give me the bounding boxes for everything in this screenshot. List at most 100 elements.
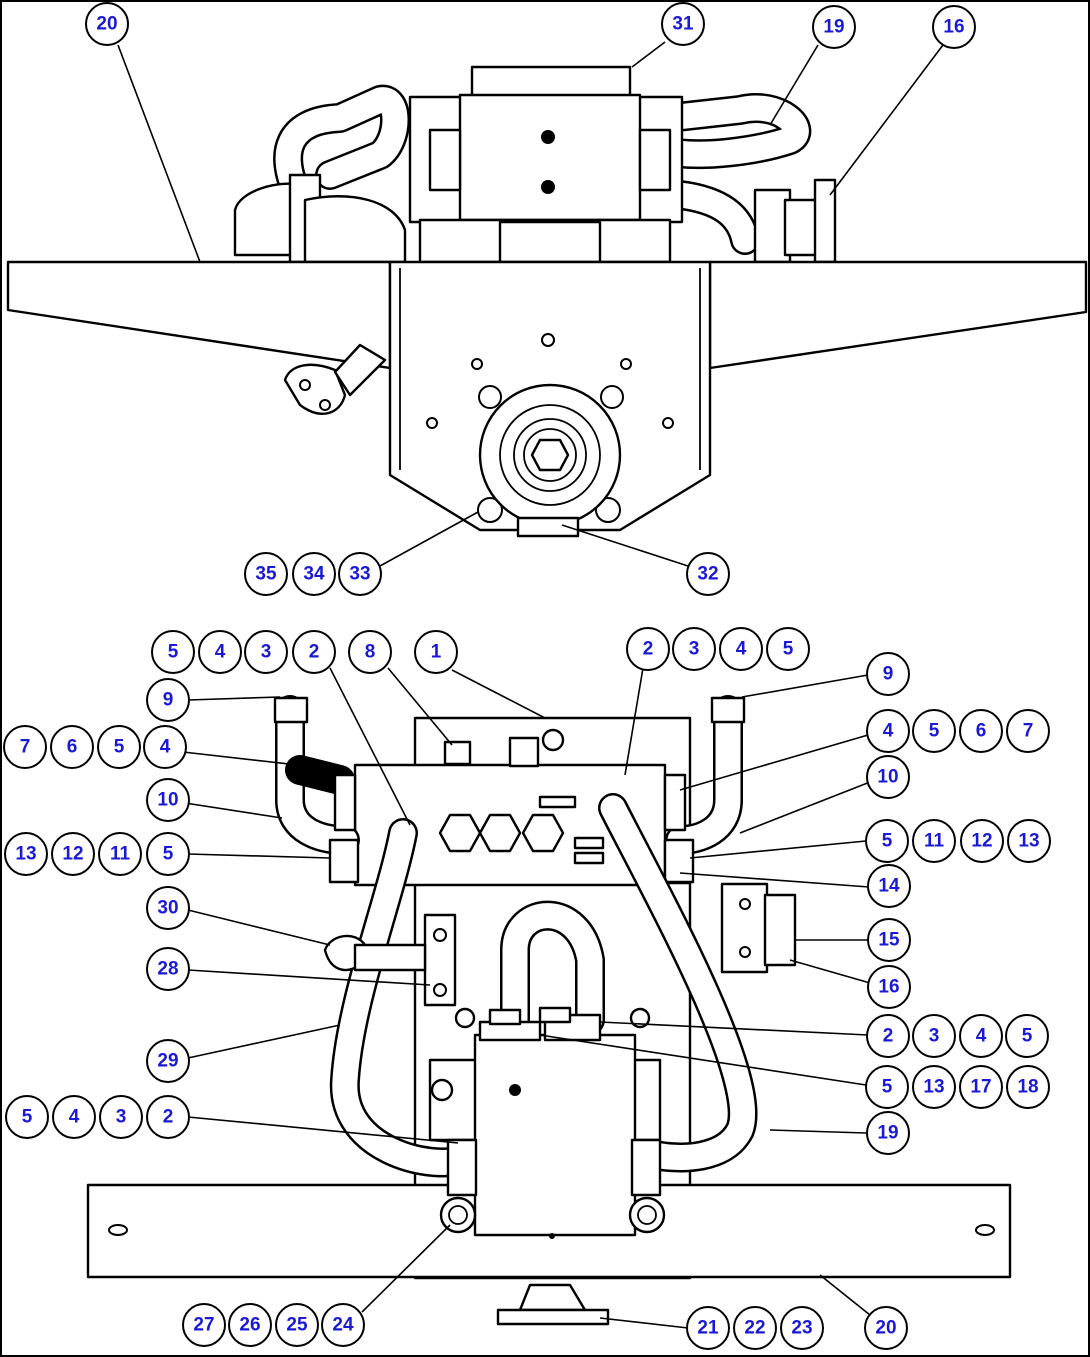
svg-text:4: 4 — [736, 639, 747, 660]
svg-text:2: 2 — [163, 1107, 174, 1128]
svg-text:29: 29 — [157, 1051, 178, 1072]
svg-text:14: 14 — [878, 876, 900, 897]
svg-text:21: 21 — [697, 1318, 719, 1339]
callout-26: 26 — [228, 1303, 272, 1347]
svg-text:7: 7 — [1023, 721, 1034, 742]
callout-5-row8: 5 — [1005, 1014, 1049, 1058]
svg-text:27: 27 — [193, 1315, 214, 1336]
svg-text:16: 16 — [878, 977, 899, 998]
svg-text:7: 7 — [20, 737, 31, 758]
callout-33: 33 — [338, 552, 382, 596]
callout-24: 24 — [321, 1303, 365, 1347]
callout-31: 31 — [661, 2, 705, 46]
callout-2-row1-left: 2 — [292, 630, 336, 674]
callout-11-left: 11 — [98, 832, 142, 876]
callout-10-right: 10 — [866, 755, 910, 799]
svg-text:6: 6 — [67, 737, 78, 758]
callout-20-top: 20 — [85, 2, 129, 46]
callout-9-right: 9 — [866, 652, 910, 696]
callout-5-right-row3: 5 — [912, 709, 956, 753]
svg-text:22: 22 — [744, 1318, 765, 1339]
callout-1: 1 — [414, 630, 458, 674]
svg-text:3: 3 — [929, 1026, 940, 1047]
callout-13-right: 13 — [1007, 819, 1051, 863]
svg-text:26: 26 — [239, 1315, 260, 1336]
callout-5-right-row5: 5 — [865, 819, 909, 863]
svg-text:5: 5 — [163, 844, 174, 865]
callout-3-row10: 3 — [99, 1095, 143, 1139]
svg-text:10: 10 — [157, 790, 178, 811]
svg-text:9: 9 — [163, 690, 174, 711]
callout-2-row10: 2 — [146, 1095, 190, 1139]
svg-text:15: 15 — [878, 930, 900, 951]
callout-2-row1-right: 2 — [626, 627, 670, 671]
callout-4-row8: 4 — [959, 1014, 1003, 1058]
svg-text:35: 35 — [255, 564, 277, 585]
callout-3-row1-left: 3 — [244, 630, 288, 674]
svg-text:2: 2 — [883, 1026, 894, 1047]
svg-text:8: 8 — [365, 642, 376, 663]
svg-text:25: 25 — [286, 1315, 308, 1336]
svg-text:13: 13 — [923, 1077, 944, 1098]
callout-27: 27 — [182, 1303, 226, 1347]
callout-22: 22 — [733, 1306, 777, 1350]
svg-text:33: 33 — [349, 564, 370, 585]
callout-7-right: 7 — [1006, 709, 1050, 753]
svg-text:5: 5 — [929, 721, 940, 742]
callout-13-row9: 13 — [912, 1065, 956, 1109]
svg-text:20: 20 — [96, 14, 117, 35]
callout-23: 23 — [780, 1306, 824, 1350]
svg-text:2: 2 — [309, 642, 320, 663]
svg-text:2: 2 — [643, 639, 654, 660]
svg-text:5: 5 — [882, 831, 893, 852]
callout-3-row1-right: 3 — [672, 627, 716, 671]
svg-text:11: 11 — [110, 844, 131, 865]
svg-text:28: 28 — [157, 959, 178, 980]
callout-5-left-row3: 5 — [97, 725, 141, 769]
callout-34: 34 — [292, 552, 336, 596]
callout-7-left: 7 — [3, 725, 47, 769]
svg-text:18: 18 — [1017, 1077, 1038, 1098]
callout-15: 15 — [867, 918, 911, 962]
svg-text:30: 30 — [157, 898, 178, 919]
callout-5-row9: 5 — [865, 1065, 909, 1109]
svg-text:3: 3 — [689, 639, 700, 660]
svg-text:5: 5 — [168, 642, 179, 663]
callout-35: 35 — [244, 552, 288, 596]
svg-text:5: 5 — [1022, 1026, 1033, 1047]
callout-18: 18 — [1006, 1065, 1050, 1109]
callout-11-right: 11 — [912, 819, 956, 863]
svg-text:4: 4 — [69, 1107, 80, 1128]
svg-text:12: 12 — [62, 844, 83, 865]
svg-text:24: 24 — [332, 1315, 354, 1336]
callout-9-left: 9 — [146, 678, 190, 722]
svg-text:5: 5 — [783, 639, 794, 660]
callout-28: 28 — [146, 947, 190, 991]
svg-text:34: 34 — [303, 564, 325, 585]
svg-text:4: 4 — [883, 721, 894, 742]
svg-text:32: 32 — [697, 564, 718, 585]
callout-19-bottom: 19 — [866, 1111, 910, 1155]
svg-text:6: 6 — [976, 721, 987, 742]
callout-5-row1-right: 5 — [766, 627, 810, 671]
svg-text:19: 19 — [823, 17, 844, 38]
svg-text:4: 4 — [976, 1026, 987, 1047]
svg-text:11: 11 — [924, 831, 945, 852]
svg-text:5: 5 — [114, 737, 125, 758]
svg-text:4: 4 — [215, 642, 226, 663]
svg-text:19: 19 — [877, 1123, 898, 1144]
svg-text:1: 1 — [431, 642, 442, 663]
callout-4-right-row3: 4 — [866, 709, 910, 753]
callout-16-bottom: 16 — [867, 965, 911, 1009]
callout-5-row1-left: 5 — [151, 630, 195, 674]
svg-text:10: 10 — [877, 767, 898, 788]
svg-text:12: 12 — [971, 831, 992, 852]
callout-32: 32 — [686, 552, 730, 596]
callout-14: 14 — [867, 864, 911, 908]
svg-text:3: 3 — [116, 1107, 127, 1128]
callout-2-row8: 2 — [866, 1014, 910, 1058]
callout-19-top: 19 — [812, 5, 856, 49]
svg-text:16: 16 — [943, 17, 964, 38]
svg-text:13: 13 — [15, 844, 36, 865]
